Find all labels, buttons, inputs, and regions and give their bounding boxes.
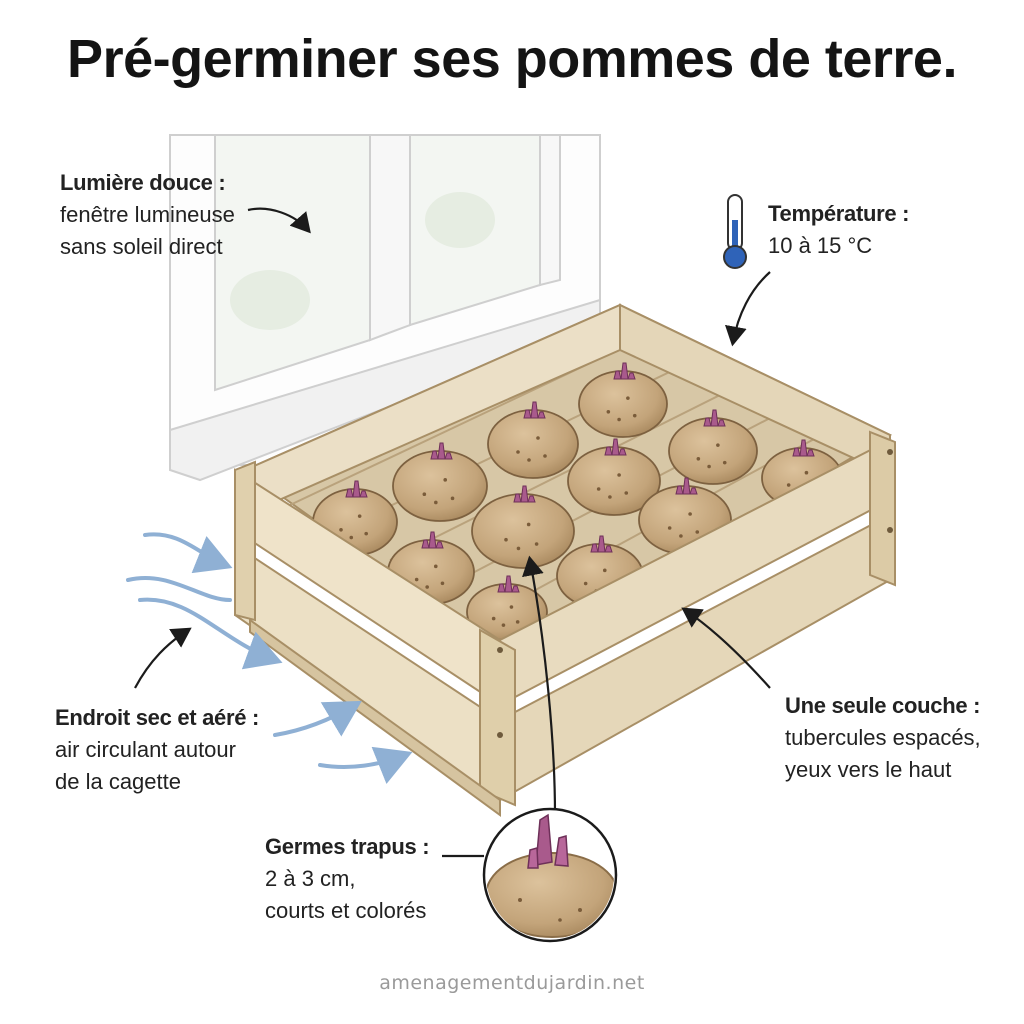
footer-site: amenagementdujardin.net (379, 972, 645, 994)
label-layer: Une seule couche : tubercules espacés, y… (785, 690, 981, 786)
label-light-line-1: fenêtre lumineuse (60, 202, 235, 227)
label-dry-head: Endroit sec et aéré : (55, 705, 260, 730)
label-light-line-2: sans soleil direct (60, 234, 223, 259)
label-dry: Endroit sec et aéré : air circulant auto… (55, 702, 259, 798)
label-layer-head: Une seule couche : (785, 693, 981, 718)
label-light-head: Lumière douce : (60, 170, 226, 195)
air-flow-arrows (126, 532, 413, 784)
label-temperature-head: Température : (768, 201, 910, 226)
potatoes (312, 362, 843, 641)
label-layer-line-2: yeux vers le haut (785, 757, 952, 782)
potato (567, 438, 661, 516)
label-sprouts: Germes trapus : 2 à 3 cm, courts et colo… (265, 831, 430, 927)
page-title: Pré-germiner ses pommes de terre. (67, 29, 957, 89)
potato (487, 401, 579, 479)
potato (578, 362, 668, 438)
label-dry-line-2: de la cagette (55, 769, 181, 794)
crate-front (234, 430, 896, 817)
window (169, 134, 601, 482)
label-dry-line-1: air circulant autour (55, 737, 236, 762)
label-sprouts-line-1: 2 à 3 cm, (265, 866, 356, 891)
potato (668, 409, 758, 485)
thermometer-icon (723, 194, 747, 269)
label-layer-line-1: tubercules espacés, (785, 725, 981, 750)
label-sprouts-head: Germes trapus : (265, 834, 430, 859)
label-light: Lumière douce : fenêtre lumineuse sans s… (60, 167, 235, 263)
leader-arrows (134, 207, 771, 858)
potato (392, 442, 488, 522)
sprout-zoom-circle (482, 807, 618, 943)
label-temperature: Température : 10 à 15 °C (768, 198, 909, 262)
label-sprouts-line-2: courts et colorés (265, 898, 427, 923)
label-temperature-line-1: 10 à 15 °C (768, 233, 873, 258)
